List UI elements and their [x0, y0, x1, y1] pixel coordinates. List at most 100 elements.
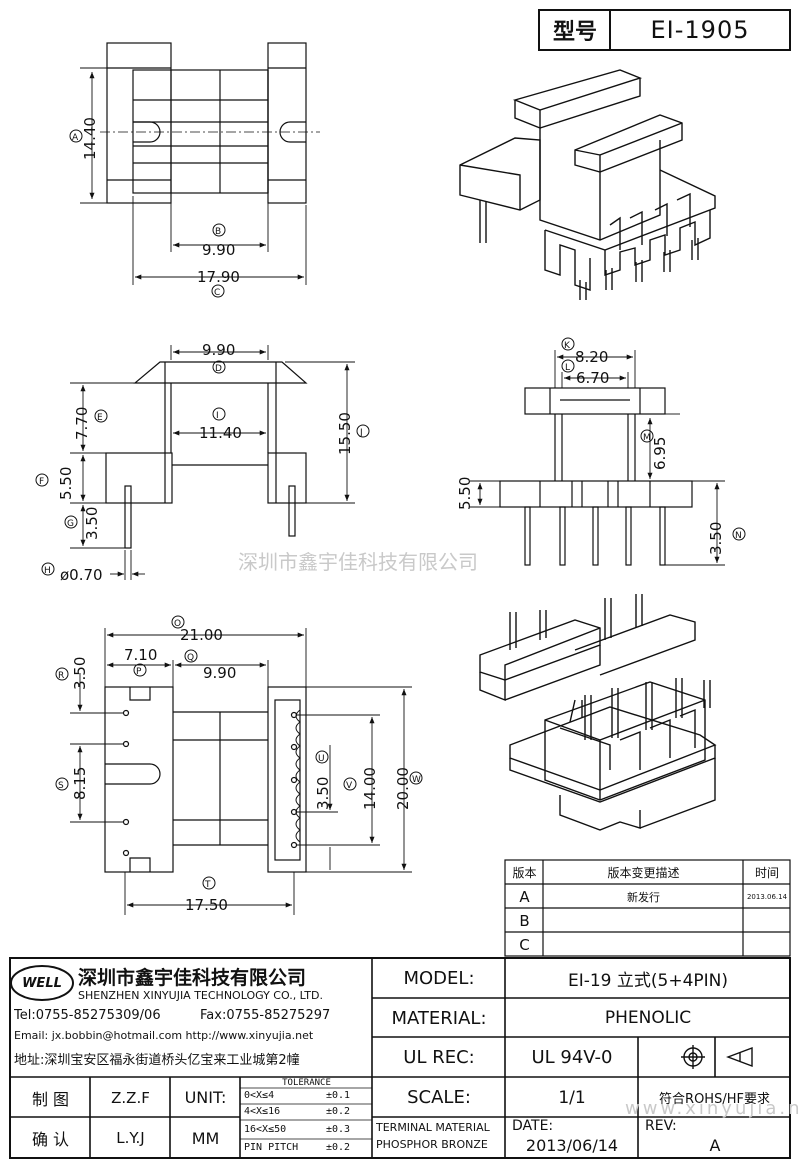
company-logo: WELL	[22, 975, 62, 991]
dim-o-value: 21.00	[180, 626, 223, 644]
dim-j-tag-circle	[356, 424, 370, 438]
dim-b-value: 9.90	[202, 241, 235, 259]
front-view	[105, 361, 308, 549]
dim-n-value: 3.50	[707, 522, 725, 555]
dim-j-value: 15.50	[336, 412, 354, 455]
dim-d-value: 9.90	[202, 341, 235, 359]
dim-c-value: 17.90	[197, 268, 240, 286]
company-tel: Tel:0755-85275309/06	[14, 1008, 161, 1023]
dim-u-tag: U	[318, 754, 325, 764]
dim-i-value: 11.40	[199, 424, 242, 442]
dim-t-tag-circle	[202, 876, 216, 890]
dim-l-tag-circle	[561, 359, 575, 373]
dim-n-tag-circle	[732, 527, 746, 541]
dim-q-tag: Q	[187, 653, 194, 663]
dim-m-tag: M	[643, 433, 651, 443]
revision-row-ver: B	[519, 911, 530, 930]
dim-a-tag: A	[72, 133, 79, 143]
scale-label: SCALE:	[407, 1087, 471, 1108]
dim-p-tag: P	[136, 667, 142, 677]
dim-j-tag: J	[359, 428, 363, 438]
dim-e-tag: E	[97, 413, 103, 423]
dim-c-tag-circle	[211, 284, 225, 298]
top-view	[100, 42, 320, 204]
unit-value: MM	[191, 1128, 220, 1148]
header-model-label: 型号	[552, 20, 597, 45]
bottom-view	[104, 686, 307, 873]
dim-w-value: 20.00	[394, 767, 412, 810]
dim-n-tag: N	[735, 531, 742, 541]
dim-q-value: 9.90	[203, 664, 236, 682]
dim-u-tag-circle	[315, 750, 329, 764]
dim-g-tag-circle	[64, 515, 78, 529]
draw-name: Z.Z.F	[111, 1088, 150, 1107]
revision-row-ver: A	[519, 887, 530, 906]
iso-view-bottom	[479, 594, 717, 831]
side-view-dimensions	[470, 350, 725, 566]
check-name: L.Y.J	[116, 1129, 145, 1147]
dim-h-value: ø0.70	[60, 566, 103, 584]
scale-value: 1/1	[558, 1087, 586, 1108]
company-fax: Fax:0755-85275297	[200, 1008, 331, 1023]
material-value: PHENOLIC	[604, 1008, 692, 1028]
dim-e-value: 7.70	[73, 407, 91, 440]
dim-o-tag: O	[174, 619, 181, 629]
revision-row-date	[744, 909, 790, 932]
dim-e-tag-circle	[94, 409, 108, 423]
dim-d-tag-circle	[212, 360, 226, 374]
dim-d-tag: D	[215, 364, 222, 374]
dim-k-tag: K	[564, 341, 571, 351]
tolerance-value: ±0.3	[326, 1124, 351, 1135]
dim-l-value: 6.70	[576, 369, 609, 387]
ul-rec-label: UL REC:	[403, 1047, 475, 1068]
dim-s-tag: S	[58, 781, 64, 791]
check-label: 确 认	[31, 1130, 70, 1149]
dim-a-value: 14.40	[81, 117, 99, 160]
model-label: MODEL:	[403, 968, 475, 989]
dim-s-value: 8.15	[71, 767, 89, 800]
top-view-dimensions	[80, 67, 307, 285]
dim-h-tag-circle	[41, 562, 55, 576]
header-model-value: EI-1905	[650, 16, 750, 44]
revision-header-time: 时间	[754, 866, 779, 880]
revision-row-date: 2013.06.14	[746, 892, 788, 901]
dim-b-tag-circle	[212, 223, 226, 237]
dim-v-tag: V	[346, 781, 353, 791]
revision-row-ver: C	[519, 935, 530, 954]
dim-v-value: 14.00	[361, 767, 379, 810]
header-box	[538, 9, 791, 51]
dim-i-tag-circle	[212, 407, 226, 421]
dim-a-tag-circle	[69, 129, 83, 143]
terminal-material-value: PHOSPHOR BRONZE	[376, 1138, 488, 1151]
tolerance-range: 16<X≤50	[244, 1124, 287, 1135]
rohs-note: 符合ROHS/HF要求	[659, 1092, 770, 1107]
tolerance-title: TOLERANCE	[282, 1077, 331, 1088]
rev-label: REV:	[645, 1118, 677, 1134]
company-email: Email: jx.bobbin@hotmail.com http://www.…	[14, 1029, 314, 1042]
terminal-material-label: TERMINAL MATERIAL	[376, 1121, 490, 1134]
dim-t-tag: T	[204, 880, 211, 890]
watermark-cn: 深圳市鑫宇佳科技有限公司	[238, 550, 478, 574]
title-block-grid	[9, 957, 791, 1159]
revision-header-desc: 版本变更描述	[607, 866, 680, 880]
company-name-en: SHENZHEN XINYUJIA TECHNOLOGY CO., LTD.	[78, 989, 323, 1002]
dim-f-value: 5.50	[57, 467, 75, 500]
watermark-url: www.xinyujia.net	[625, 1098, 800, 1119]
ul-symbols	[681, 1045, 753, 1069]
tolerance-value: ±0.2	[326, 1106, 351, 1117]
date-value: 2013/06/14	[525, 1135, 619, 1155]
dim-m-tag-circle	[640, 429, 654, 443]
rev-value: A	[709, 1135, 721, 1155]
dim-r-tag-circle	[55, 667, 69, 681]
dim-k-tag-circle	[561, 337, 575, 351]
iso-view-top	[459, 69, 716, 300]
dim-v-tag-circle	[343, 777, 357, 791]
revision-table-grid	[504, 859, 791, 957]
dim-f-tag-circle	[35, 473, 49, 487]
dim-r-tag: R	[58, 671, 64, 681]
revision-row-desc	[544, 909, 743, 932]
dim-g-tag: G	[67, 519, 74, 529]
material-label: MATERIAL:	[391, 1007, 487, 1029]
logo-ellipse	[10, 965, 74, 1001]
